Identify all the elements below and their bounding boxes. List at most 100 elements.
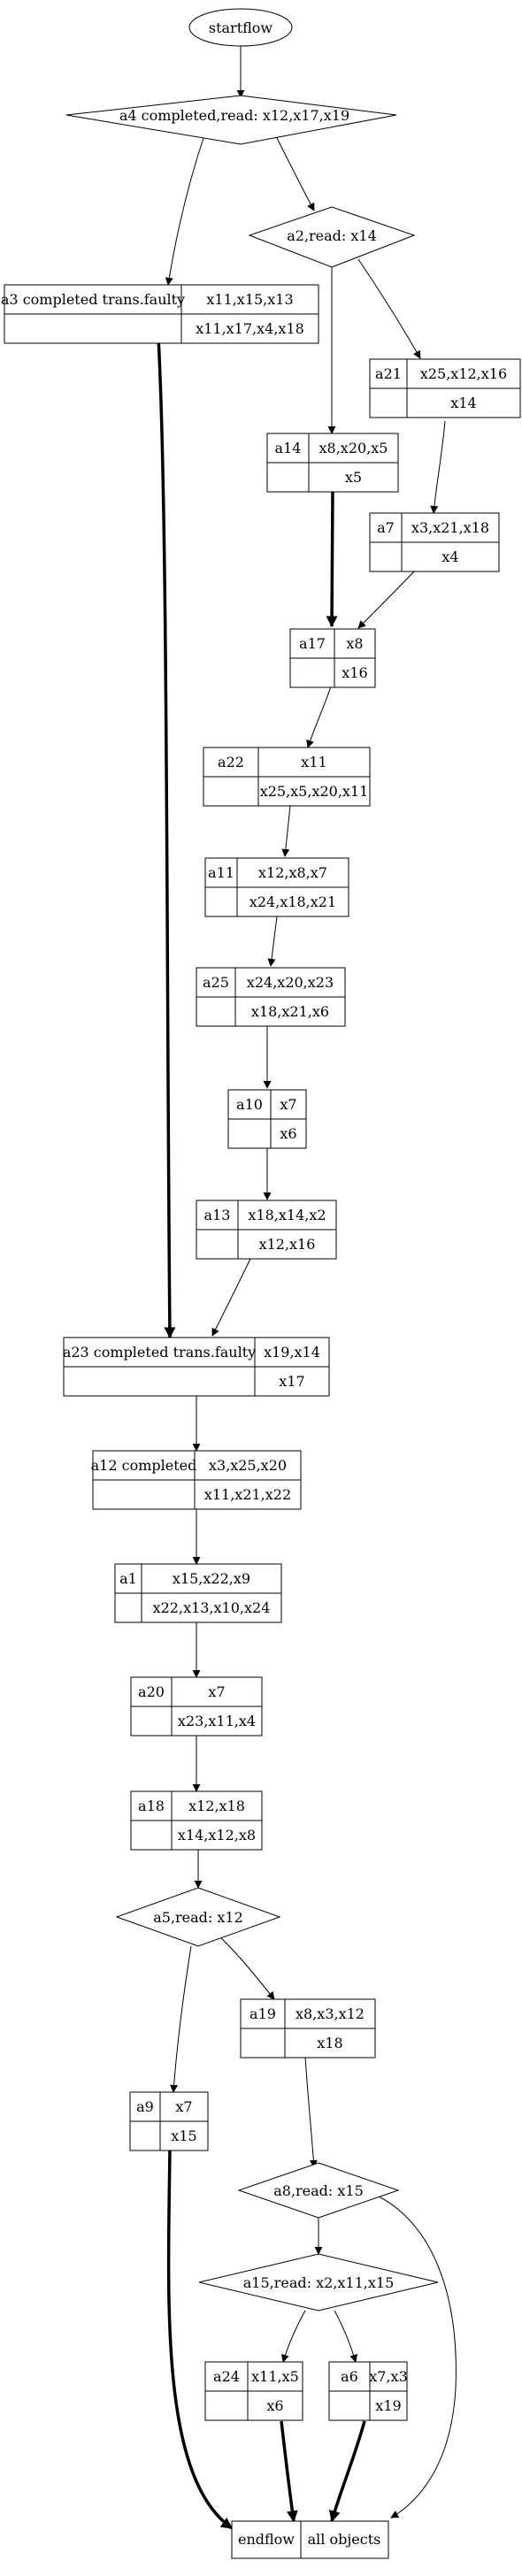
node-name: a3 completed trans.faulty bbox=[1, 291, 185, 308]
node-top-vars: x7 bbox=[208, 1683, 225, 1700]
edge-a11-a25 bbox=[267, 916, 278, 967]
node-name: a18 bbox=[138, 1798, 165, 1814]
node-bottom-vars: x6 bbox=[266, 2397, 283, 2414]
node-bottom-vars: x5 bbox=[345, 469, 362, 486]
node-name: a7 bbox=[377, 519, 395, 536]
node-a10: a10 x7 x6 bbox=[227, 1089, 307, 1149]
node-bottom-vars: x16 bbox=[342, 664, 367, 681]
decision-label: a2,read: x14 bbox=[287, 227, 377, 244]
node-name: a21 bbox=[375, 365, 402, 382]
node-a14: a14 x8,x20,x5 x5 bbox=[266, 433, 399, 493]
node-bottom-vars: x4 bbox=[441, 548, 458, 565]
node-name: a1 bbox=[119, 1570, 137, 1587]
node-name: a19 bbox=[249, 2005, 276, 2022]
edge-a17-a22 bbox=[306, 686, 332, 748]
node-top-vars: x15,x22,x9 bbox=[173, 1570, 250, 1587]
edge-a9-end bbox=[166, 2147, 234, 2530]
edge-a7-a17 bbox=[357, 571, 415, 629]
node-name: a14 bbox=[275, 440, 302, 456]
node-a13: a13 x18,x14,x2 x12,x16 bbox=[196, 1200, 337, 1260]
node-bottom-vars: x19 bbox=[375, 2397, 401, 2414]
node-top-vars: x8 bbox=[346, 635, 363, 652]
decision-d5: a15,read: x2,x11,x15 bbox=[198, 2253, 439, 2312]
decision-d3: a5,read: x12 bbox=[115, 1887, 281, 1947]
node-bottom-vars: x14,x12,x8 bbox=[178, 1827, 256, 1844]
edge-d5-a6 bbox=[334, 2310, 357, 2363]
node-name: a9 bbox=[136, 2098, 154, 2115]
node-a1: a1 x15,x22,x9 x22,x13,x10,x24 bbox=[114, 1563, 282, 1623]
node-bottom-vars: x14 bbox=[450, 395, 476, 411]
node-top-vars: x25,x12,x16 bbox=[420, 365, 507, 382]
node-bottom-vars: x17 bbox=[279, 1373, 304, 1390]
node-top-vars: x3,x21,x18 bbox=[411, 519, 489, 536]
node-name: a20 bbox=[138, 1683, 165, 1700]
edge-a24-end bbox=[280, 2420, 298, 2523]
node-a3: a3 completed trans.faulty x11,x15,x13 x11,… bbox=[1, 284, 319, 344]
node-top-vars: x24,x20,x23 bbox=[247, 974, 334, 991]
node-bottom-vars: x23,x11,x4 bbox=[178, 1713, 256, 1729]
end-label: all objects bbox=[308, 2531, 381, 2548]
node-top-vars: x12,x18 bbox=[188, 1798, 245, 1814]
node-bottom-vars: x12,x16 bbox=[259, 1236, 316, 1253]
node-a20: a20 x7 x23,x11,x4 bbox=[130, 1676, 263, 1736]
node-top-vars: x3,x25,x20 bbox=[209, 1457, 287, 1474]
edge-a6-end bbox=[328, 2420, 366, 2523]
edge-a3-a23 bbox=[156, 322, 176, 1339]
record-nodes: a3 completed trans.faulty x11,x15,x13 x11,… bbox=[1, 284, 521, 2421]
node-a11: a11 x12,x8,x7 x24,x18,x21 bbox=[204, 857, 349, 917]
node-bottom-vars: x22,x13,x10,x24 bbox=[153, 1599, 271, 1616]
edge-a13-a23 bbox=[211, 1258, 251, 1337]
start-node: startflow bbox=[188, 8, 293, 47]
edge-a14-a17 bbox=[326, 491, 338, 628]
decision-label: a15,read: x2,x11,x15 bbox=[243, 2274, 395, 2291]
node-top-vars: x11,x15,x13 bbox=[206, 291, 293, 308]
node-name: a23 completed trans.faulty bbox=[63, 1344, 256, 1361]
edge-a21-a7 bbox=[430, 420, 446, 514]
edge-d2-a21 bbox=[357, 258, 421, 359]
node-name: a13 bbox=[204, 1207, 231, 1223]
edge-d1-a3 bbox=[165, 132, 206, 286]
node-top-vars: x7,x3 bbox=[369, 2368, 408, 2385]
node-top-vars: x12,x8,x7 bbox=[258, 864, 327, 881]
decision-label: a4 completed,read: x12,x17,x19 bbox=[119, 107, 349, 124]
node-name: a22 bbox=[218, 754, 244, 770]
end-name: endflow bbox=[238, 2531, 295, 2548]
node-bottom-vars: x11,x21,x22 bbox=[204, 1486, 291, 1503]
node-name: a25 bbox=[203, 974, 229, 991]
decision-d4: a8,read: x15 bbox=[237, 2162, 400, 2219]
node-bottom-vars: x18,x21,x6 bbox=[251, 1003, 329, 1020]
edges bbox=[156, 46, 457, 2530]
edge-d1-d2 bbox=[273, 132, 315, 211]
node-top-vars: x7 bbox=[280, 1096, 296, 1113]
edge-d5-a24 bbox=[281, 2310, 306, 2363]
edge-a19-d4 bbox=[304, 2056, 318, 2168]
node-top-vars: x7 bbox=[175, 2098, 192, 2115]
edge-d3-a9 bbox=[170, 1945, 192, 2093]
node-top-vars: x19,x14 bbox=[264, 1344, 320, 1361]
node-top-vars: x8,x20,x5 bbox=[319, 440, 388, 456]
node-bottom-vars: x18 bbox=[317, 2035, 342, 2051]
node-name: a11 bbox=[208, 864, 234, 881]
decision-d2: a2,read: x14 bbox=[248, 206, 416, 268]
node-bottom-vars: x6 bbox=[280, 1125, 296, 1142]
node-top-vars: x18,x14,x2 bbox=[248, 1207, 326, 1223]
start-label: startflow bbox=[209, 19, 273, 36]
decision-d1: a4 completed,read: x12,x17,x19 bbox=[65, 95, 397, 145]
decision-label: a8,read: x15 bbox=[273, 2182, 364, 2199]
node-bottom-vars: x24,x18,x21 bbox=[249, 893, 336, 910]
node-name: a24 bbox=[213, 2368, 240, 2385]
decision-label: a5,read: x12 bbox=[153, 1909, 243, 1926]
node-bottom-vars: x25,x5,x20,x11 bbox=[260, 783, 369, 800]
node-name: a10 bbox=[236, 1096, 263, 1113]
node-a23: a23 completed trans.faulty x19,x14 x17 bbox=[63, 1337, 330, 1397]
node-bottom-vars: x11,x17,x4,x18 bbox=[196, 320, 304, 337]
node-a25: a25 x24,x20,x23 x18,x21,x6 bbox=[196, 967, 346, 1027]
node-a21: a21 x25,x12,x16 x14 bbox=[369, 358, 521, 418]
node-a7: a7 x3,x21,x18 x4 bbox=[369, 512, 500, 572]
